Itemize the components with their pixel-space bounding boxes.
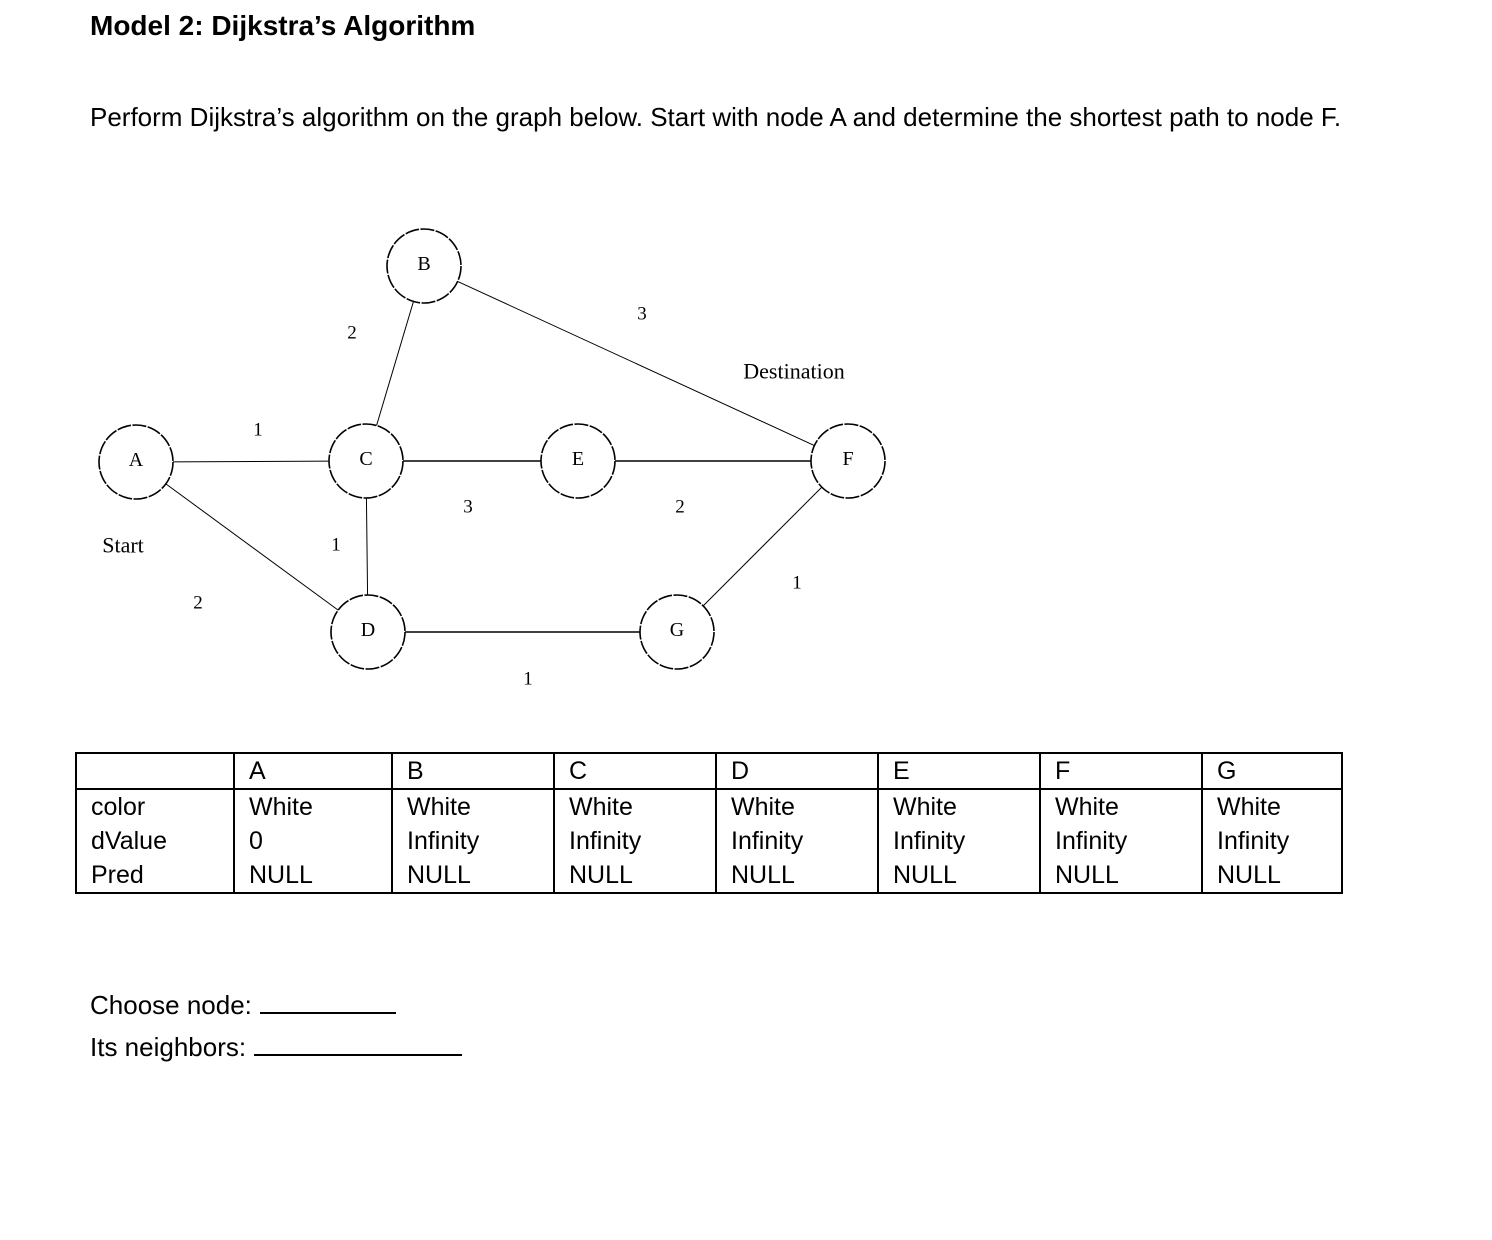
start-label: Start [102, 533, 144, 558]
table-corner-cell [75, 752, 235, 790]
node-D: D [330, 594, 406, 670]
node-circle-E [540, 423, 616, 499]
destination-label: Destination [743, 359, 844, 384]
edge-weight-C-B: 2 [347, 323, 357, 344]
row-label-Pred: Pred [75, 858, 235, 894]
node-label-B: B [417, 253, 430, 275]
neighbors-label: Its neighbors: [90, 1032, 247, 1062]
cell-color-E: White [877, 789, 1041, 824]
column-header-E: E [877, 752, 1041, 790]
edge-A-C [172, 460, 330, 463]
node-label-A: A [129, 449, 144, 471]
column-header-G: G [1201, 752, 1343, 790]
node-F: F [810, 423, 886, 499]
node-G: G [639, 594, 715, 670]
row-label-color: color [75, 789, 235, 824]
node-label-C: C [359, 448, 372, 470]
column-header-A: A [233, 752, 393, 790]
node-circle-F [810, 423, 886, 499]
cell-Pred-C: NULL [553, 858, 717, 894]
node-circle-G [639, 594, 715, 670]
node-circle-A [98, 424, 174, 500]
edge-weight-B-F: 3 [637, 304, 647, 325]
node-C: C [328, 423, 404, 499]
edge-weight-G-F: 1 [792, 573, 802, 594]
edge-B-F [457, 281, 815, 446]
cell-Pred-G: NULL [1201, 858, 1343, 894]
cell-Pred-A: NULL [233, 858, 393, 894]
column-header-B: B [391, 752, 555, 790]
node-label-F: F [842, 448, 853, 470]
edge-weight-C-E: 3 [463, 497, 473, 518]
cell-dValue-C: Infinity [553, 824, 717, 858]
cell-color-A: White [233, 789, 393, 824]
column-header-F: F [1039, 752, 1203, 790]
node-B: B [386, 228, 462, 304]
instructions: Perform Dijkstra’s algorithm on the grap… [90, 102, 1342, 132]
cell-color-C: White [553, 789, 717, 824]
node-E: E [540, 423, 616, 499]
edge-weight-C-D: 1 [331, 535, 341, 556]
cell-Pred-E: NULL [877, 858, 1041, 894]
cell-Pred-B: NULL [391, 858, 555, 894]
edge-weight-E-F: 2 [675, 497, 685, 518]
node-circle-B [386, 228, 462, 304]
cell-dValue-D: Infinity [715, 824, 879, 858]
page-title: Model 2: Dijkstra’s Algorithm [90, 10, 476, 41]
cell-Pred-D: NULL [715, 858, 879, 894]
cell-dValue-F: Infinity [1039, 824, 1203, 858]
edge-G-F [702, 486, 823, 607]
node-circle-C [328, 423, 404, 499]
choose-node-blank[interactable] [259, 1011, 396, 1014]
row-label-dValue: dValue [75, 824, 235, 858]
cell-dValue-G: Infinity [1201, 824, 1343, 858]
column-header-D: D [715, 752, 879, 790]
cell-dValue-A: 0 [233, 824, 393, 858]
node-circle-D [330, 594, 406, 670]
edge-A-D [165, 483, 339, 611]
cell-color-B: White [391, 789, 555, 824]
column-header-C: C [553, 752, 717, 790]
edge-C-B [376, 301, 414, 426]
cell-color-D: White [715, 789, 879, 824]
cell-color-G: White [1201, 789, 1343, 824]
node-label-G: G [670, 619, 684, 641]
neighbors-prompt: Its neighbors: [90, 1032, 463, 1063]
neighbors-blank[interactable] [254, 1053, 463, 1056]
cell-dValue-E: Infinity [877, 824, 1041, 858]
node-label-D: D [361, 619, 375, 641]
choose-node-label: Choose node: [90, 990, 252, 1020]
node-A: A [98, 424, 174, 500]
cell-Pred-F: NULL [1039, 858, 1203, 894]
edge-weight-A-C: 1 [253, 420, 263, 441]
cell-color-F: White [1039, 789, 1203, 824]
cell-dValue-B: Infinity [391, 824, 555, 858]
edge-C-D [365, 497, 369, 596]
edge-weight-A-D: 2 [193, 593, 203, 614]
node-label-E: E [572, 448, 584, 470]
edge-weight-D-G: 1 [523, 669, 533, 690]
choose-node-prompt: Choose node: [90, 990, 396, 1021]
